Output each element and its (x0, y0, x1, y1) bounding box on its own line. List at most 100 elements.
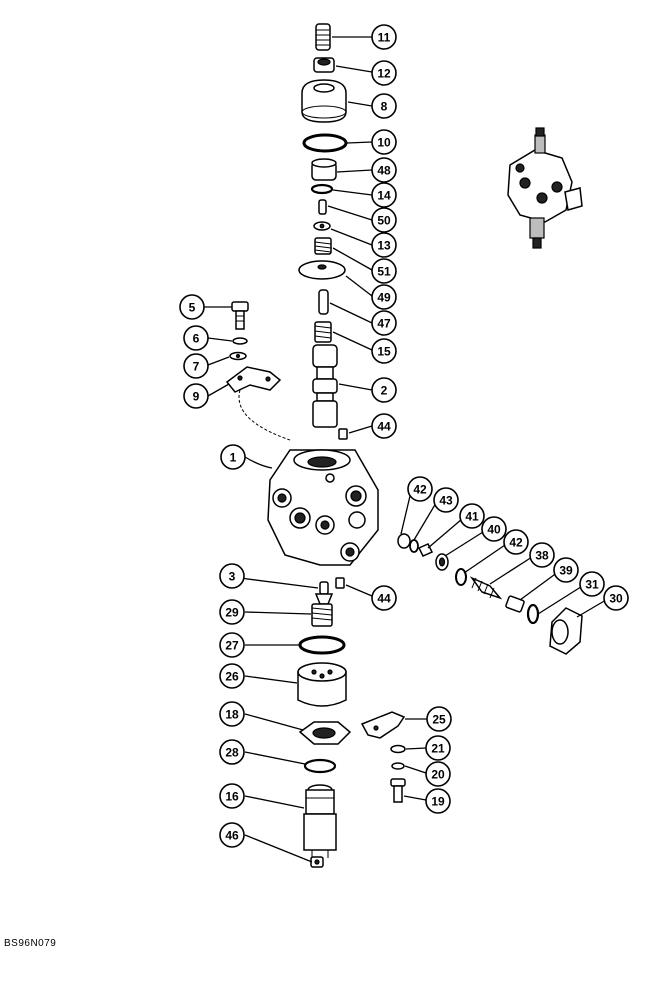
part-9-lever (225, 366, 282, 393)
part-42-ring (455, 568, 467, 586)
svg-text:28: 28 (225, 746, 239, 760)
callout-50: 50 (371, 207, 397, 233)
svg-text:5: 5 (189, 301, 196, 315)
part-12-nut (313, 57, 335, 73)
svg-text:44: 44 (377, 592, 391, 606)
svg-text:43: 43 (439, 494, 453, 508)
svg-text:6: 6 (193, 332, 200, 346)
callout-18: 18 (219, 701, 245, 727)
callout-44-upper: 44 (371, 413, 397, 439)
part-50-pin (318, 199, 327, 215)
part-1-valve-body (267, 449, 379, 566)
callout-27: 27 (219, 632, 245, 658)
callout-19: 19 (425, 788, 451, 814)
callout-10: 10 (371, 129, 397, 155)
callout-48: 48 (371, 157, 397, 183)
part-15-spring (314, 321, 332, 343)
svg-text:2: 2 (381, 384, 388, 398)
part-18-jam-nut (298, 721, 352, 745)
callout-39: 39 (553, 557, 579, 583)
svg-text:47: 47 (377, 317, 391, 331)
part-39-spring (505, 595, 525, 613)
callout-11: 11 (371, 24, 397, 50)
svg-text:13: 13 (377, 239, 391, 253)
svg-text:9: 9 (193, 390, 200, 404)
part-26-piston (297, 662, 347, 707)
callout-2: 2 (371, 377, 397, 403)
part-14-ring (310, 183, 334, 195)
callout-38: 38 (529, 542, 555, 568)
callout-15: 15 (371, 338, 397, 364)
callout-5: 5 (179, 294, 205, 320)
svg-text:29: 29 (225, 606, 239, 620)
part-2-spool (312, 344, 338, 428)
part-51-spring (314, 237, 332, 255)
part-44-set-screw-lower (335, 577, 345, 589)
svg-text:25: 25 (432, 713, 446, 727)
part-49-seat (298, 260, 346, 280)
part-47-plunger (318, 289, 329, 315)
callout-20: 20 (425, 761, 451, 787)
callout-25: 25 (426, 706, 452, 732)
callout-13: 13 (371, 232, 397, 258)
callout-47: 47 (371, 310, 397, 336)
part-8-cap (301, 79, 347, 123)
svg-text:42: 42 (509, 536, 523, 550)
svg-text:40: 40 (487, 523, 501, 537)
callout-44-lower: 44 (371, 585, 397, 611)
svg-text:31: 31 (585, 578, 599, 592)
leader-lines (204, 36, 607, 863)
svg-text:46: 46 (225, 829, 239, 843)
svg-text:39: 39 (559, 564, 573, 578)
svg-text:10: 10 (377, 136, 391, 150)
svg-text:20: 20 (431, 768, 445, 782)
callout-31: 31 (579, 571, 605, 597)
svg-text:41: 41 (465, 510, 479, 524)
callout-46: 46 (219, 822, 245, 848)
callout-51: 51 (371, 258, 397, 284)
svg-text:44: 44 (377, 420, 391, 434)
svg-text:49: 49 (377, 291, 391, 305)
svg-text:38: 38 (535, 549, 549, 563)
svg-text:1: 1 (230, 451, 237, 465)
svg-text:51: 51 (377, 265, 391, 279)
callout-40: 40 (481, 516, 507, 542)
svg-text:48: 48 (377, 164, 391, 178)
part-27-o-ring (298, 635, 346, 655)
svg-text:12: 12 (377, 67, 391, 81)
callout-1: 1 (220, 444, 246, 470)
svg-text:21: 21 (431, 742, 445, 756)
callout-26: 26 (219, 663, 245, 689)
part-40-seat-ring (435, 553, 449, 571)
callout-42-lower: 42 (503, 529, 529, 555)
assembled-valve-thumbnail (507, 127, 583, 249)
part-43-ring (409, 539, 419, 553)
part-25-bracket (360, 711, 406, 739)
part-7-washer (229, 351, 247, 361)
svg-text:18: 18 (225, 708, 239, 722)
part-5-bolt (231, 301, 249, 330)
svg-text:8: 8 (381, 100, 388, 114)
part-13-washer (313, 221, 331, 231)
callout-41: 41 (459, 503, 485, 529)
part-43-washer (397, 533, 411, 549)
callout-28: 28 (219, 739, 245, 765)
callout-42-upper: 42 (407, 476, 433, 502)
svg-text:14: 14 (377, 189, 391, 203)
svg-text:42: 42 (413, 483, 427, 497)
part-10-o-ring (302, 133, 348, 153)
part-31-o-ring (526, 603, 540, 625)
part-30-plug (549, 607, 583, 655)
part-29-spring (311, 603, 333, 627)
callout-30: 30 (603, 585, 629, 611)
part-46-nut (310, 856, 324, 868)
callout-21: 21 (425, 735, 451, 761)
svg-text:30: 30 (609, 592, 623, 606)
part-20-lock-washer (391, 762, 405, 770)
part-38-spring (469, 576, 503, 600)
svg-text:15: 15 (377, 345, 391, 359)
part-48-plug (311, 158, 337, 181)
svg-text:19: 19 (431, 795, 445, 809)
svg-text:27: 27 (225, 639, 239, 653)
